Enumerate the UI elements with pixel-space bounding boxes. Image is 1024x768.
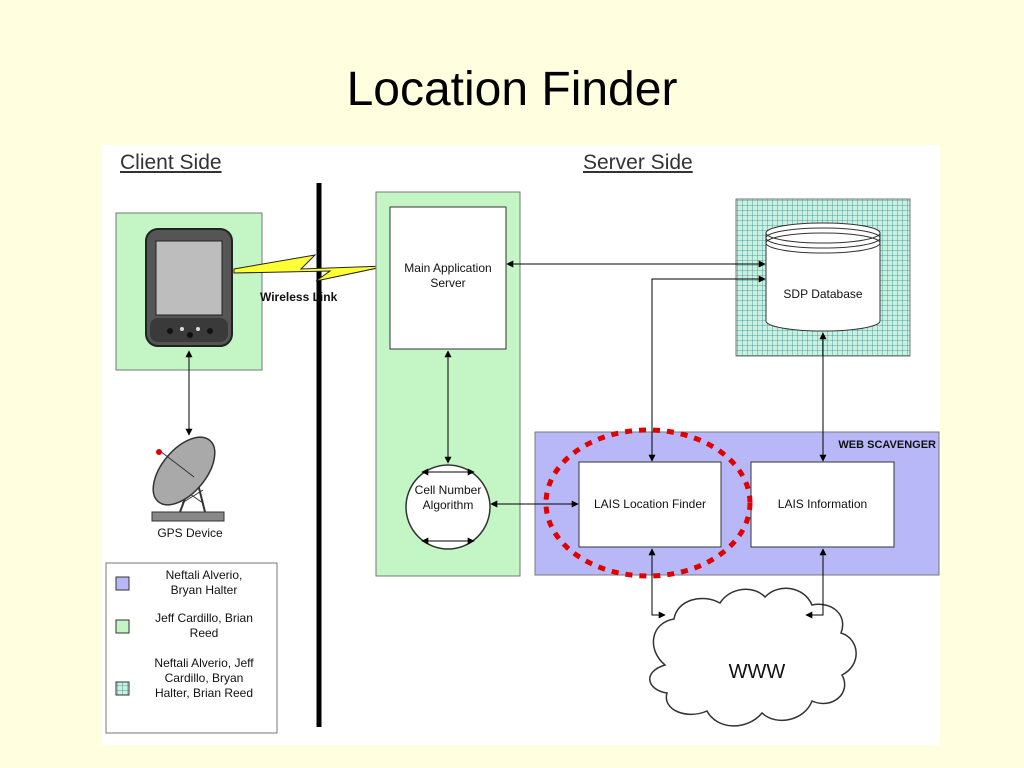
page-title: Location Finder [346,63,678,116]
diagram-canvas [105,183,940,734]
legend-swatch-blue [115,576,130,591]
diagram-panel: Client Side Server Side [102,145,940,745]
main-app-server-label: Main Application Server [404,261,492,290]
lais-location-finder-label: LAIS Location Finder [593,497,707,511]
legend-label-blue: Neftali Alverio, Bryan Halter [165,568,243,597]
www-label: WWW [728,661,786,683]
server-side-header: Server Side [583,151,693,174]
legend-swatch-grid [115,681,130,696]
www-cloud-icon [649,587,857,727]
cell-number-algorithm-label: Cell Number Algorithm [414,483,482,512]
arrow-lais-www [648,548,666,619]
pda-icon [145,228,233,347]
lais-location-finder-box [578,461,722,548]
lais-information-label: LAIS Information [777,497,868,511]
gps-device-label: GPS Device [157,526,223,540]
arrow-info-www [805,548,827,619]
client-side-header: Client Side [120,151,222,174]
legend-box [105,562,278,734]
legend-label-grid: Neftali Alverio, Jeff Cardillo, Bryan Ha… [154,656,254,700]
lais-information-box [750,461,895,548]
lightning-icon [233,254,388,282]
arrow-lais-database [648,275,766,462]
main-app-server-box [389,206,507,350]
web-scavenger-label: WEB SCAVENGER [838,439,936,451]
legend-label-green: Jeff Cardillo, Brian Reed [155,611,253,640]
wireless-link-label: Wireless Link [260,290,338,304]
highlight-ellipse [543,427,753,579]
sdp-database-label: SDP Database [783,287,863,301]
satellite-dish-icon [151,436,225,522]
database-icon [765,222,881,332]
cell-number-algorithm-node [405,464,491,550]
legend-swatch-green [115,619,130,634]
